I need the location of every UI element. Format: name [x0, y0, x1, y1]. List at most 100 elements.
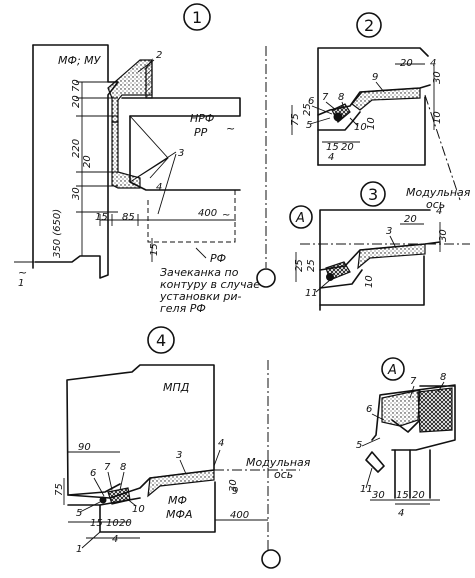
modular-axis-2 [424, 94, 461, 201]
dim-15: 15 [396, 490, 409, 501]
label-mf-mu: МФ; МУ [58, 54, 102, 67]
dim-400: 400 [230, 510, 249, 521]
seal-strip [147, 469, 215, 498]
seal-curve [391, 419, 421, 433]
seal-bottom [111, 121, 141, 189]
detail-A-enlarged: A 7 8 6 5 11 30 15 20 4 [356, 357, 456, 519]
section-marker-A [381, 357, 405, 381]
slab-profile [317, 84, 431, 116]
panel-outline [317, 47, 429, 166]
callout-1: 1 [18, 278, 24, 289]
joint-verticals [394, 449, 431, 499]
dim-75: 75 [54, 483, 65, 496]
callout-9: 9 [372, 72, 378, 83]
dim-25: 25 [294, 259, 305, 272]
section-marker-1-label: 1 [192, 8, 202, 27]
dim-30: 30 [432, 71, 443, 84]
leader-line [179, 459, 187, 475]
leaders [309, 81, 385, 127]
seal-fill [381, 389, 421, 427]
leaders [79, 471, 137, 549]
dim-220: 220 [71, 139, 82, 158]
section-marker-3 [360, 181, 386, 207]
section-marker-2 [356, 12, 382, 38]
leader-line [315, 279, 331, 293]
callout-5: 5 [76, 508, 82, 519]
callout-6: 6 [366, 404, 372, 415]
leader-line [213, 449, 221, 467]
dim-10: 10 [366, 117, 377, 130]
dim-20: 20 [82, 155, 93, 168]
rigel-rf-dashed [147, 190, 236, 243]
dim-90: 90 [78, 442, 91, 453]
seal-cord [326, 273, 334, 281]
section-marker-A-label: A [387, 363, 397, 378]
callout-2: 2 [156, 50, 162, 61]
callout-9: 9 [232, 486, 238, 497]
dim-15: 15 [90, 518, 103, 529]
seal-cord [99, 496, 107, 504]
gasket-xhatch [417, 387, 453, 433]
break-mark: ~ [226, 122, 235, 135]
callout-4: 4 [430, 58, 436, 69]
modular-axis-label: ось [274, 468, 293, 481]
dim-30: 30 [372, 490, 385, 501]
section-marker-4-label: 4 [156, 331, 166, 350]
callout-7: 7 [322, 92, 329, 103]
break-mark: ~ [18, 266, 27, 279]
seal-top [107, 59, 153, 123]
dim-10: 10 [106, 518, 119, 529]
axis-circle [256, 268, 276, 288]
modular-axis-label: ось [426, 198, 445, 211]
dim-15: 15 [149, 243, 160, 256]
callout-11: 11 [305, 288, 318, 299]
detail-3: 3 A Модульная ось 3 4 11 20 30 25 25 10 [289, 181, 471, 311]
leader-line [135, 151, 177, 215]
callout-5: 5 [356, 440, 362, 451]
leader-line [137, 59, 155, 73]
seal-cord [333, 112, 343, 122]
callout-10: 10 [132, 504, 145, 515]
callout-8: 8 [120, 462, 126, 473]
note-line-1: Зачеканка по [160, 266, 239, 279]
dim-70: 70 [71, 79, 82, 92]
modular-axis-label: Модульная [406, 186, 471, 199]
panel-bottom [319, 255, 425, 306]
leader-line [195, 247, 207, 259]
dim-30: 30 [71, 187, 82, 200]
dim-20: 20 [404, 214, 417, 225]
panel-outline [319, 209, 431, 311]
break-mark: ~ [222, 210, 230, 221]
dim-10: 10 [364, 275, 375, 288]
dim-20: 20 [341, 142, 354, 153]
note-line-4: геля РФ [160, 302, 206, 315]
section-marker-A [289, 205, 313, 229]
dim-4: 4 [398, 508, 404, 519]
dim-400: 400 [198, 208, 217, 219]
detail-4: 4 МПД МФ МФА Модульная ось 90 75 15 10 2… [54, 326, 311, 569]
callout-8: 8 [338, 92, 344, 103]
detail-1: 1 ~ 1 МФ; МУ ~ НРФ РР РФ ~ 2 3 4 [14, 3, 276, 315]
callout-1: 1 [76, 544, 82, 555]
dim-30: 30 [228, 479, 239, 492]
section-marker-A-label: A [295, 211, 305, 226]
callout-3: 3 [386, 226, 392, 237]
floor-slab-body [129, 115, 241, 191]
callout-4: 4 [156, 182, 162, 193]
slab-bracing [129, 115, 169, 183]
note-line-2: контуру в случае [160, 278, 260, 291]
callout-7: 7 [104, 462, 111, 473]
leaders [361, 381, 445, 489]
note-line-3: установки ри- [159, 290, 242, 303]
dim-350-650: 350 (650) [52, 209, 63, 258]
dim-30: 30 [438, 229, 449, 242]
callout-4: 4 [328, 152, 334, 163]
label-rf: РФ [210, 252, 226, 265]
panel-bottom [317, 96, 426, 166]
leader-line [389, 235, 397, 249]
detail-2: 2 6 7 8 9 10 5 4 4 20 30 10 75 25 10 15 … [290, 12, 461, 201]
dim-75: 75 [290, 113, 301, 126]
dim-10: 10 [432, 111, 443, 124]
section-marker-4 [147, 326, 175, 354]
dim-25: 25 [302, 103, 313, 116]
